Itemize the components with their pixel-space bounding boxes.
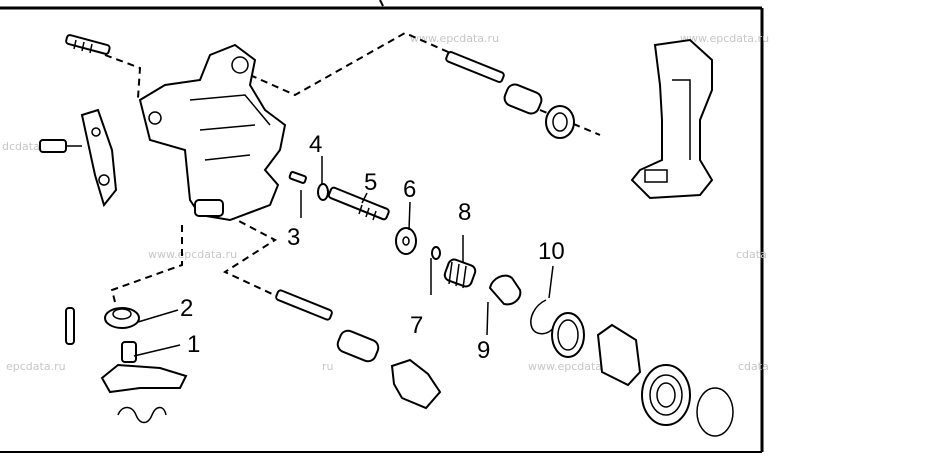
leader-lines	[133, 156, 554, 357]
caliper-body	[138, 43, 287, 222]
pad-wear-bracket	[39, 108, 118, 208]
piston-assembly	[551, 312, 734, 437]
part-8-spring	[443, 258, 477, 289]
watermark: cdata	[738, 360, 769, 373]
watermark: www.epcdata.ru	[148, 248, 237, 261]
watermark-layer: www.epcdata.ru www.epcdata.ru dcdata.ru …	[2, 32, 769, 373]
watermark: cdata	[736, 248, 767, 261]
part-9-retainer	[488, 274, 522, 306]
assembly-dashed-lines	[104, 31, 601, 303]
callout-4: 4	[309, 131, 322, 158]
upper-guide-pin	[445, 51, 575, 139]
lower-guide-pin	[275, 289, 442, 410]
callout-1: 1	[187, 331, 200, 358]
callout-9: 9	[477, 337, 490, 364]
callout-10: 10	[538, 238, 565, 265]
part-4-o-ring	[317, 183, 329, 201]
watermark: www.epcdata	[528, 360, 602, 373]
part-7-clip	[431, 246, 441, 260]
part-10-snap-ring	[530, 299, 556, 335]
callout-8: 8	[458, 199, 471, 226]
callout-6: 6	[403, 176, 416, 203]
lower-left-hardware	[65, 307, 188, 424]
diagram-frame	[0, 0, 764, 453]
caliper-mounting-support	[630, 38, 714, 200]
callout-3: 3	[287, 224, 300, 251]
watermark: www.epcdata.ru	[680, 32, 769, 45]
part-5-bolt	[327, 186, 390, 221]
watermark: ru	[322, 360, 334, 373]
callout-5: 5	[364, 169, 377, 196]
part-6-washer	[395, 227, 417, 255]
watermark: www.epcdata.ru	[410, 32, 499, 45]
watermark: epcdata.ru	[6, 360, 66, 373]
callout-7: 7	[410, 312, 423, 339]
callout-2: 2	[180, 295, 193, 322]
callout-labels: 1 2 3 4 5 6 7 8 9 10	[180, 131, 565, 364]
bleeder-screw	[65, 34, 111, 55]
part-3-pin	[288, 171, 307, 184]
